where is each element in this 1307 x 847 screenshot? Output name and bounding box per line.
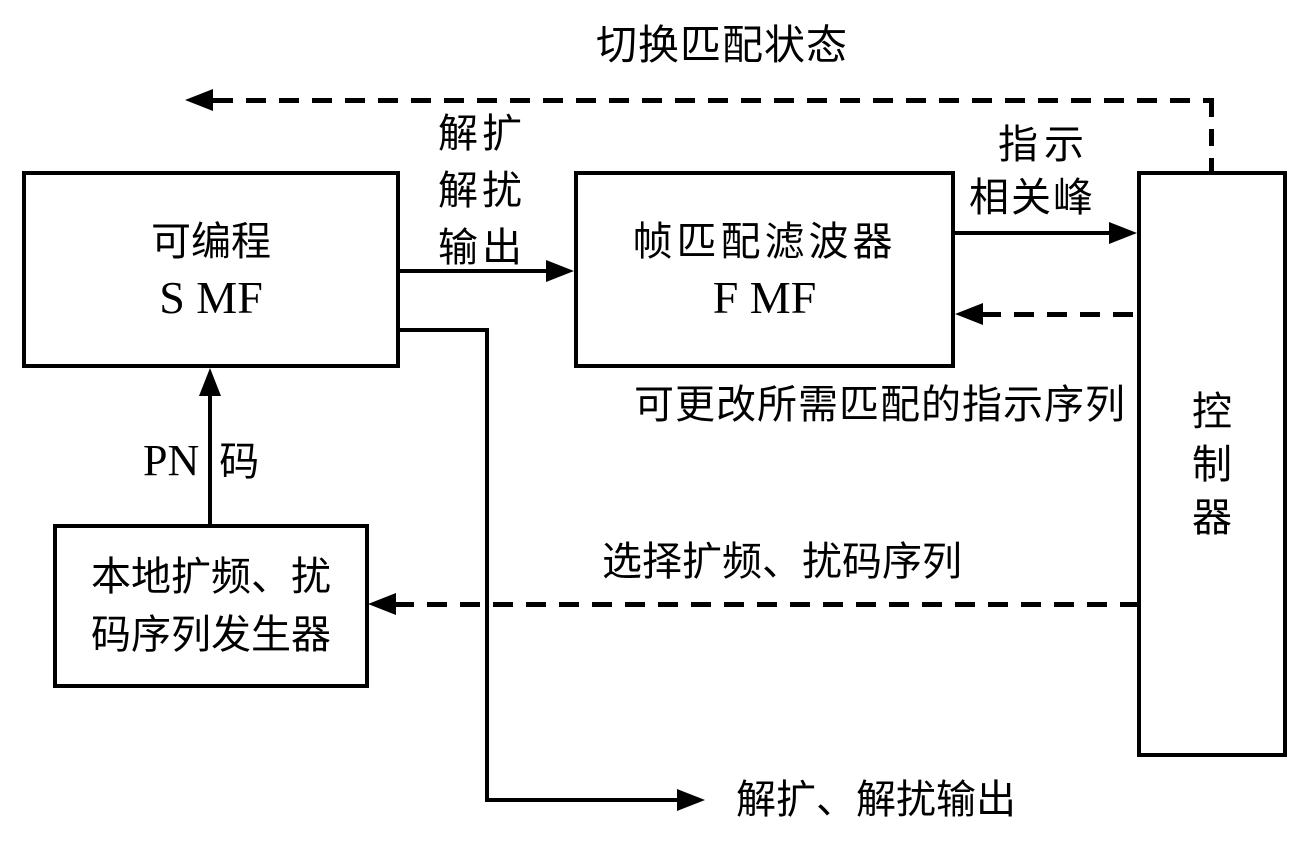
indicate-label-line2: 相关峰 <box>969 175 1095 220</box>
despread-output-line3: 输出 <box>438 225 526 270</box>
despread-output-line1: 解扩 <box>438 111 526 156</box>
generator-label-line2: 码序列发生器 <box>91 612 331 657</box>
pn-code-label: PN 码 <box>143 437 259 486</box>
smf-to-fmf-arrowhead-icon <box>546 260 574 282</box>
fmf-to-controller-line <box>955 231 1111 235</box>
final-output-label: 解扩、解扰输出 <box>736 777 1016 822</box>
pn-code-label-latin: PN <box>143 436 200 485</box>
despread-output-line2: 解扰 <box>438 168 526 213</box>
smf-output-line-horizontal-top <box>400 328 489 332</box>
fmf-to-controller-arrowhead-icon <box>1109 222 1137 244</box>
smf-output-line-vertical <box>485 328 489 802</box>
select-seq-dashed-line <box>394 602 1137 607</box>
box-frame-matched-filter-fmf: 帧匹配滤波器 F MF <box>574 171 955 368</box>
smf-output-line-horizontal-bottom <box>485 798 679 802</box>
indicate-label-line1: 指示 <box>998 122 1090 167</box>
box-programmable-smf: 可编程 S MF <box>22 171 400 368</box>
switch-state-dashed-line-vertical <box>1209 100 1214 171</box>
box-controller: 控 制 器 <box>1137 171 1287 757</box>
pn-code-arrowhead-icon <box>199 368 221 396</box>
despread-output-label: 解扩 解扰 输出 <box>438 105 526 276</box>
box-local-sequence-generator: 本地扩频、扰 码序列发生器 <box>53 524 369 688</box>
controller-to-fmf-arrowhead-icon <box>955 303 983 325</box>
controller-char-2: 制 <box>1192 441 1232 487</box>
controller-to-fmf-dashed-line <box>981 312 1137 317</box>
switch-state-arrowhead-left-icon <box>185 89 213 111</box>
select-seq-arrowhead-icon <box>368 593 396 615</box>
change-indicator-seq-label: 可更改所需匹配的指示序列 <box>634 382 1126 427</box>
smf-to-fmf-line <box>400 269 550 273</box>
fmf-label-line1: 帧匹配滤波器 <box>632 218 897 264</box>
smf-label-line1: 可编程 <box>151 218 271 264</box>
pn-code-label-cn: 码 <box>219 439 260 484</box>
controller-char-3: 器 <box>1192 494 1232 540</box>
fmf-label-line2: F MF <box>712 271 817 323</box>
final-output-arrowhead-icon <box>677 789 705 811</box>
select-seq-label: 选择扩频、扰码序列 <box>602 539 962 584</box>
switch-state-dashed-line-horizontal <box>213 98 1214 103</box>
smf-label-line2: S MF <box>159 271 263 323</box>
generator-label-line1: 本地扩频、扰 <box>91 554 331 599</box>
pn-code-line <box>208 392 212 524</box>
switch-match-state-label: 切换匹配状态 <box>596 22 848 68</box>
controller-char-1: 控 <box>1192 388 1232 434</box>
